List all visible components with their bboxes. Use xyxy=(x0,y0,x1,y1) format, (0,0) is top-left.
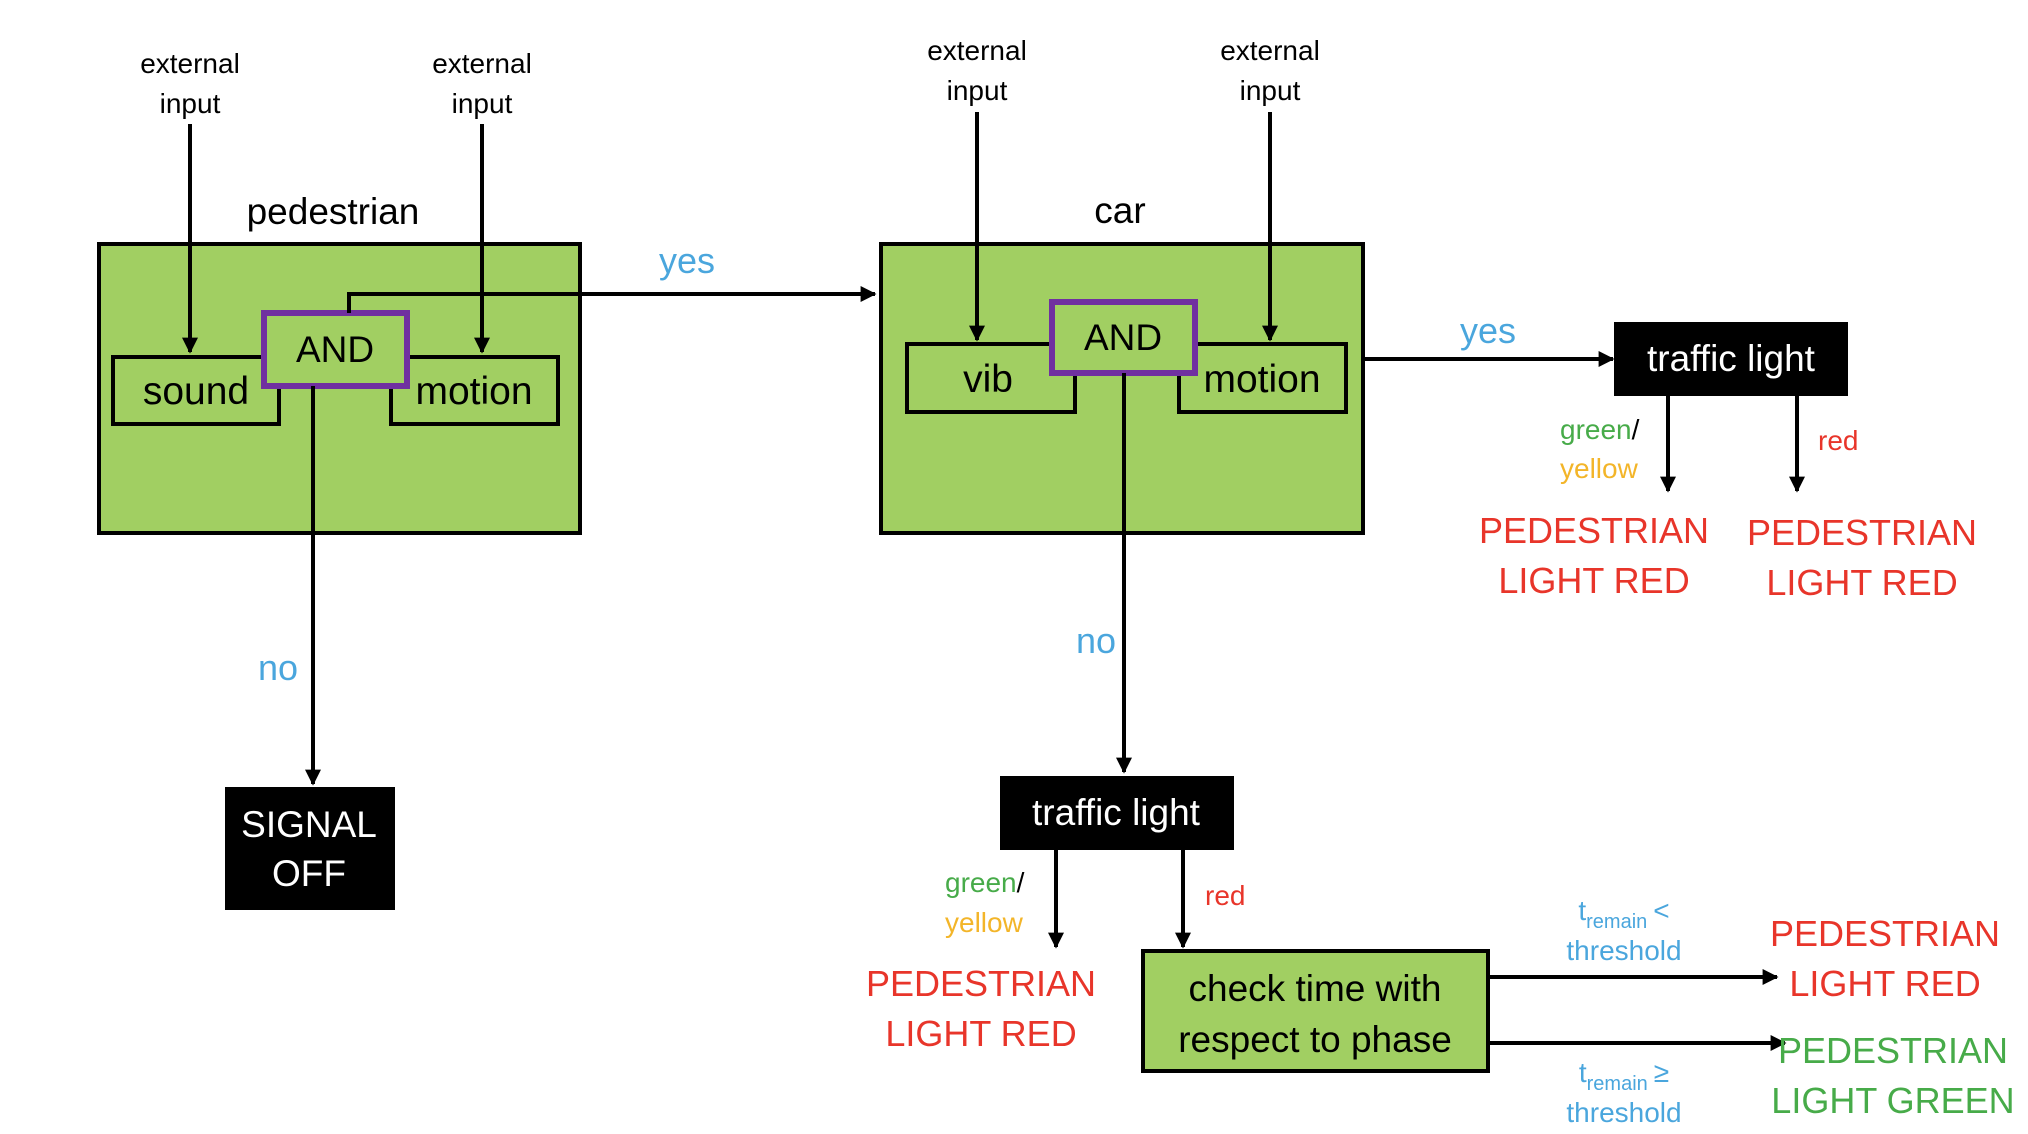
ped-motion-box xyxy=(389,355,560,426)
tl-bottom-red: red xyxy=(1205,880,1245,911)
car-vib-label: vib xyxy=(963,358,1013,401)
check-out-ge-line1: PEDESTRIAN xyxy=(1778,1030,2008,1071)
ped-input-right-line1: external xyxy=(432,48,532,79)
ped-no-label: no xyxy=(258,647,298,688)
check-out-ge-line2: LIGHT GREEN xyxy=(1771,1080,2014,1121)
car-motion-label: motion xyxy=(1203,358,1320,401)
ped-motion-label: motion xyxy=(415,370,532,413)
car-input-left-line1: external xyxy=(927,35,1027,66)
car-title: car xyxy=(1094,190,1145,231)
car-input-right-line2: input xyxy=(1240,75,1301,106)
cond-lt-op: < xyxy=(1653,895,1669,926)
tl-top-out-right-line2: LIGHT RED xyxy=(1766,562,1957,603)
ped-sound-box xyxy=(111,355,281,426)
cond-lt-t: t xyxy=(1578,895,1586,926)
car-yes-label: yes xyxy=(1460,310,1516,351)
cond-lt-sub: remain xyxy=(1586,911,1647,933)
cond-ge-line2: threshold xyxy=(1566,1097,1681,1128)
tl-bottom-out-left-line1: PEDESTRIAN xyxy=(866,963,1096,1004)
tl-top-green-yellow-line1: green/ xyxy=(1560,414,1640,445)
cond-lt-line1: tremain < xyxy=(1578,895,1669,933)
tl-bottom-green-yellow-line1: green/ xyxy=(945,867,1025,898)
signal-off-line2: OFF xyxy=(272,853,346,894)
ped-and-gate xyxy=(261,310,410,389)
car-no-label: no xyxy=(1076,620,1116,661)
car-motion-box xyxy=(1177,342,1348,414)
tl-bottom-out-left-line2: LIGHT RED xyxy=(885,1013,1076,1054)
ped-input-right-line2: input xyxy=(452,88,513,119)
signal-off-line1: SIGNAL xyxy=(241,804,377,845)
car-input-left-line2: input xyxy=(947,75,1008,106)
tl-bottom-slash: / xyxy=(1017,867,1025,898)
car-and-label: AND xyxy=(1084,317,1162,358)
traffic-light-top-label: traffic light xyxy=(1647,338,1816,379)
tl-top-slash: / xyxy=(1632,414,1640,445)
tl-top-yellow: yellow xyxy=(1560,453,1639,484)
ped-sound-label: sound xyxy=(143,370,249,413)
car-and-gate xyxy=(1049,299,1198,376)
tl-top-out-left-line1: PEDESTRIAN xyxy=(1479,510,1709,551)
check-time-box xyxy=(1141,949,1490,1073)
car-vib-box xyxy=(905,342,1077,414)
tl-bottom-green: green xyxy=(945,867,1017,898)
ped-input-left-line2: input xyxy=(160,88,221,119)
check-out-lt-line1: PEDESTRIAN xyxy=(1770,913,2000,954)
cond-lt-line2: threshold xyxy=(1566,935,1681,966)
ped-yes-arrow xyxy=(347,286,877,313)
traffic-light-bottom-label: traffic light xyxy=(1032,792,1201,833)
tl-bottom-yellow: yellow xyxy=(945,907,1024,938)
ped-and-label: AND xyxy=(296,329,374,370)
check-time-line1: check time with xyxy=(1189,968,1442,1009)
car-input-right-line1: external xyxy=(1220,35,1320,66)
tl-top-red: red xyxy=(1818,425,1858,456)
tl-top-out-right-line1: PEDESTRIAN xyxy=(1747,512,1977,553)
cond-ge-t: t xyxy=(1579,1057,1587,1088)
cond-ge-op: ≥ xyxy=(1654,1057,1669,1088)
pedestrian-title: pedestrian xyxy=(247,191,420,232)
cond-ge-sub: remain xyxy=(1587,1073,1648,1095)
ped-input-left-line1: external xyxy=(140,48,240,79)
check-time-line2: respect to phase xyxy=(1178,1019,1452,1060)
check-out-lt-line2: LIGHT RED xyxy=(1789,963,1980,1004)
cond-ge-line1: tremain ≥ xyxy=(1579,1057,1669,1095)
traffic-light-top-box xyxy=(1614,322,1848,396)
ped-yes-label: yes xyxy=(659,240,715,281)
traffic-light-bottom-box xyxy=(1000,776,1234,850)
signal-off-box xyxy=(225,787,395,910)
tl-top-out-left-line2: LIGHT RED xyxy=(1498,560,1689,601)
tl-top-green: green xyxy=(1560,414,1632,445)
